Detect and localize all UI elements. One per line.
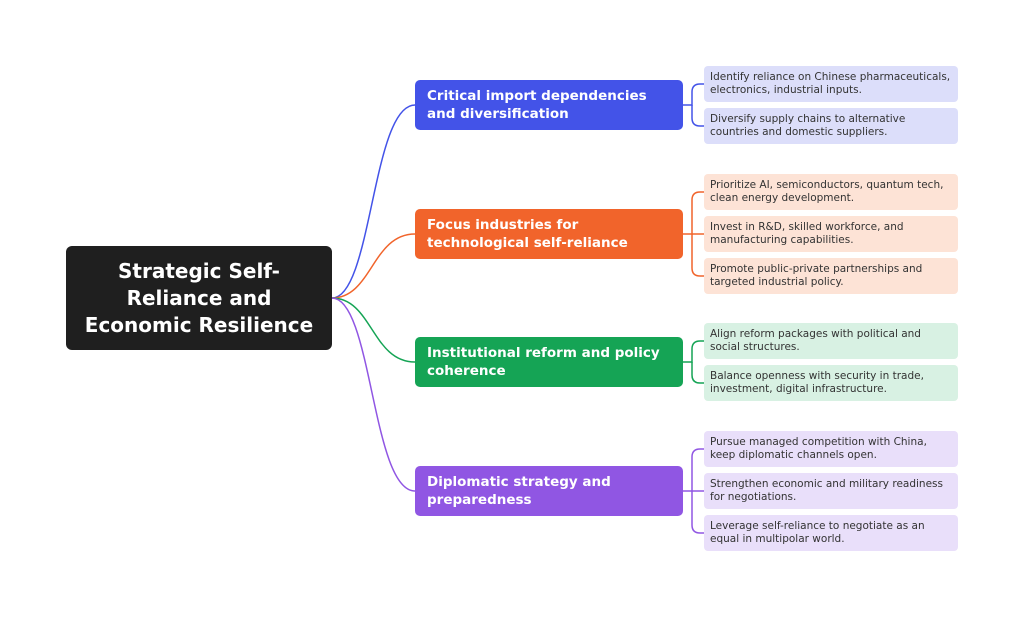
leaf-leverage-self-reliance[interactable]: Leverage self-reliance to negotiate as a…	[704, 515, 958, 551]
leaf-identify-reliance[interactable]: Identify reliance on Chinese pharmaceuti…	[704, 66, 958, 102]
connector-b2-leaf-3	[691, 234, 704, 277]
leaf-diversify-supply-chains[interactable]: Diversify supply chains to alternative c…	[704, 108, 958, 144]
connector-b4-leaf-3	[691, 491, 704, 534]
leaf-label: Identify reliance on Chinese pharmaceuti…	[710, 71, 951, 96]
leaf-label: Align reform packages with political and…	[710, 328, 921, 353]
connector-b4-leaf-1	[683, 448, 704, 492]
leaf-strengthen-readiness[interactable]: Strengthen economic and military readine…	[704, 473, 958, 509]
branch-diplomatic-strategy[interactable]: Diplomatic strategy and preparedness	[415, 466, 683, 516]
connector-b3-leaf-2	[691, 362, 704, 384]
leaf-label: Balance openness with security in trade,…	[710, 370, 924, 395]
branch-institutional-reform[interactable]: Institutional reform and policy coherenc…	[415, 337, 683, 387]
leaf-label: Promote public-private partnerships and …	[710, 263, 923, 288]
connector-b1-leaf-2	[691, 105, 704, 127]
leaf-align-reform[interactable]: Align reform packages with political and…	[704, 323, 958, 359]
leaf-label: Invest in R&D, skilled workforce, and ma…	[710, 221, 904, 246]
branch-label: Diplomatic strategy and preparedness	[427, 474, 611, 508]
root-node-label: Strategic Self-Reliance and Economic Res…	[84, 258, 314, 337]
leaf-balance-openness[interactable]: Balance openness with security in trade,…	[704, 365, 958, 401]
branch-label: Institutional reform and policy coherenc…	[427, 345, 660, 379]
branch-label: Critical import dependencies and diversi…	[427, 88, 647, 122]
leaf-label: Diversify supply chains to alternative c…	[710, 113, 906, 138]
leaf-public-private-partnerships[interactable]: Promote public-private partnerships and …	[704, 258, 958, 294]
connector-root-branch-3	[331, 297, 416, 363]
connector-b3-leaf-1	[683, 340, 704, 363]
connector-b2-leaf-1	[683, 191, 704, 235]
connector-b1-leaf-1	[683, 83, 704, 106]
connector-root-branch-1	[331, 104, 416, 299]
leaf-invest-rnd[interactable]: Invest in R&D, skilled workforce, and ma…	[704, 216, 958, 252]
root-node[interactable]: Strategic Self-Reliance and Economic Res…	[66, 246, 332, 350]
connector-root-branch-4	[331, 297, 416, 492]
leaf-label: Strengthen economic and military readine…	[710, 478, 943, 503]
branch-focus-industries[interactable]: Focus industries for technological self-…	[415, 209, 683, 259]
leaf-label: Prioritize AI, semiconductors, quantum t…	[710, 179, 944, 204]
leaf-label: Pursue managed competition with China, k…	[710, 436, 927, 461]
branch-label: Focus industries for technological self-…	[427, 217, 628, 251]
leaf-managed-competition[interactable]: Pursue managed competition with China, k…	[704, 431, 958, 467]
branch-import-dependencies[interactable]: Critical import dependencies and diversi…	[415, 80, 683, 130]
connector-root-branch-2	[331, 233, 416, 299]
leaf-label: Leverage self-reliance to negotiate as a…	[710, 520, 925, 545]
leaf-prioritize-ai[interactable]: Prioritize AI, semiconductors, quantum t…	[704, 174, 958, 210]
